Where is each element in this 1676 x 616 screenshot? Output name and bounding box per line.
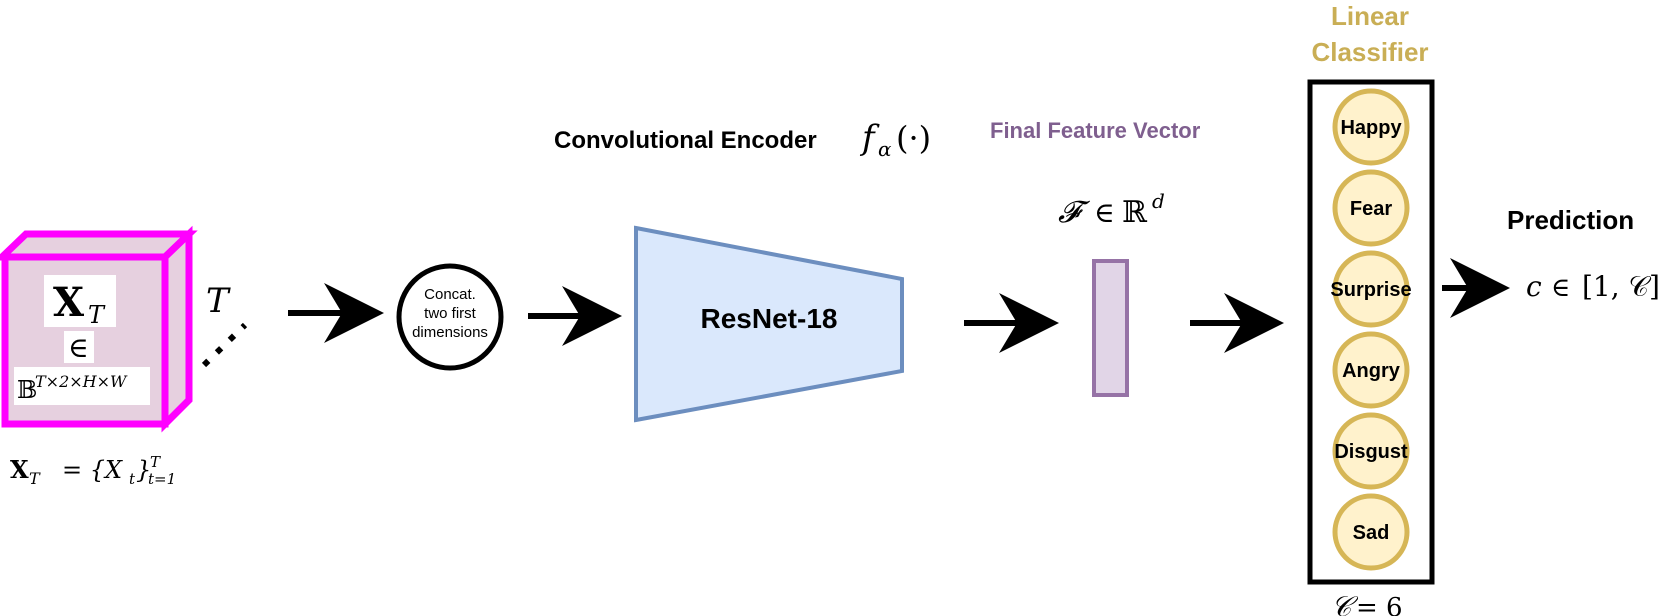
- class-label-fear: Fear: [1350, 198, 1392, 220]
- concat-line-1: Concat.: [424, 286, 476, 303]
- input-space-exp: T×2×H×W: [35, 372, 128, 391]
- set-lhs: X: [10, 455, 29, 484]
- feature-math-F: 𝓕: [1058, 195, 1091, 230]
- class-label-surprise: Surprise: [1330, 279, 1411, 301]
- set-sub: t=1: [148, 470, 176, 488]
- feature-math-in: ∈: [1094, 196, 1115, 229]
- class-count-C: 𝒞: [1331, 590, 1359, 616]
- cube-side-face: [161, 225, 193, 433]
- class-label-happy: Happy: [1340, 117, 1402, 139]
- prediction-math-in: ∈: [1551, 273, 1570, 303]
- concat-circle: [396, 263, 504, 371]
- prediction-math-c: c: [1526, 270, 1542, 303]
- set-rhs-close: }: [136, 456, 151, 484]
- encoder-title-f: f: [859, 118, 880, 158]
- class-label-sad: Sad: [1353, 522, 1390, 544]
- feature-bar: [1092, 259, 1129, 397]
- encoder-label: ResNet-18: [701, 303, 838, 334]
- input-space-base: 𝔹: [17, 376, 37, 404]
- encoder-title: Convolutional Encoder: [554, 127, 817, 154]
- input-symbol: X: [53, 279, 84, 326]
- set-lhs-sub: T: [29, 469, 41, 488]
- class-count-eq: = 6: [1356, 593, 1403, 616]
- class-node-happy: [1332, 88, 1410, 166]
- concat-line-2: two first: [424, 305, 477, 322]
- class-node-sad: [1332, 493, 1410, 571]
- encoder-trapezoid: [634, 225, 904, 423]
- class-label-angry: Angry: [1342, 360, 1401, 382]
- class-node-fear: [1332, 169, 1410, 247]
- input-symbol-sub: T: [88, 301, 106, 329]
- concat-node: Concat. two first dimensions: [396, 263, 504, 371]
- input-cube: X T ∈ 𝔹 T×2×H×W: [0, 225, 198, 433]
- class-node-angry: [1332, 331, 1410, 409]
- label-bg-in: [64, 331, 94, 363]
- label-bg-space: [14, 367, 150, 405]
- feature-vector: Final Feature Vector 𝓕 ∈ ℝ d: [990, 118, 1201, 397]
- temporal-label: T: [206, 281, 231, 321]
- class-label-disgust: Disgust: [1334, 441, 1408, 463]
- feature-title: Final Feature Vector: [990, 118, 1201, 143]
- encoder-title-sub: α: [878, 137, 892, 161]
- linear-classifier: Linear Classifier HappyFearSurpriseAngry…: [1307, 1, 1435, 616]
- feature-math-R: ℝ: [1122, 195, 1148, 230]
- class-node-disgust: [1332, 412, 1410, 490]
- set-rhs-sub: t: [129, 470, 136, 488]
- encoder-block: Convolutional Encoder f α (·) ResNet-18: [554, 118, 931, 423]
- classifier-title-2: Classifier: [1311, 37, 1428, 67]
- label-bg-symbol: [44, 275, 116, 327]
- set-sup: T: [150, 453, 161, 471]
- encoder-title-arg: (·): [896, 119, 931, 157]
- classifier-frame: [1307, 79, 1435, 585]
- input-set-definition: X T = {X t } T t=1: [10, 453, 176, 488]
- set-rhs: = {X: [62, 456, 123, 484]
- classifier-title-1: Linear: [1331, 1, 1409, 31]
- prediction-title: Prediction: [1507, 205, 1634, 235]
- input-element-of: ∈: [68, 331, 89, 364]
- concat-line-3: dimensions: [412, 324, 488, 341]
- prediction-math-range: [1, 𝒞]: [1582, 270, 1660, 303]
- temporal-dots: [201, 322, 248, 368]
- prediction: Prediction c ∈ [1, 𝒞]: [1507, 205, 1660, 303]
- feature-math-sup: d: [1152, 189, 1165, 213]
- class-node-surprise: [1332, 250, 1410, 328]
